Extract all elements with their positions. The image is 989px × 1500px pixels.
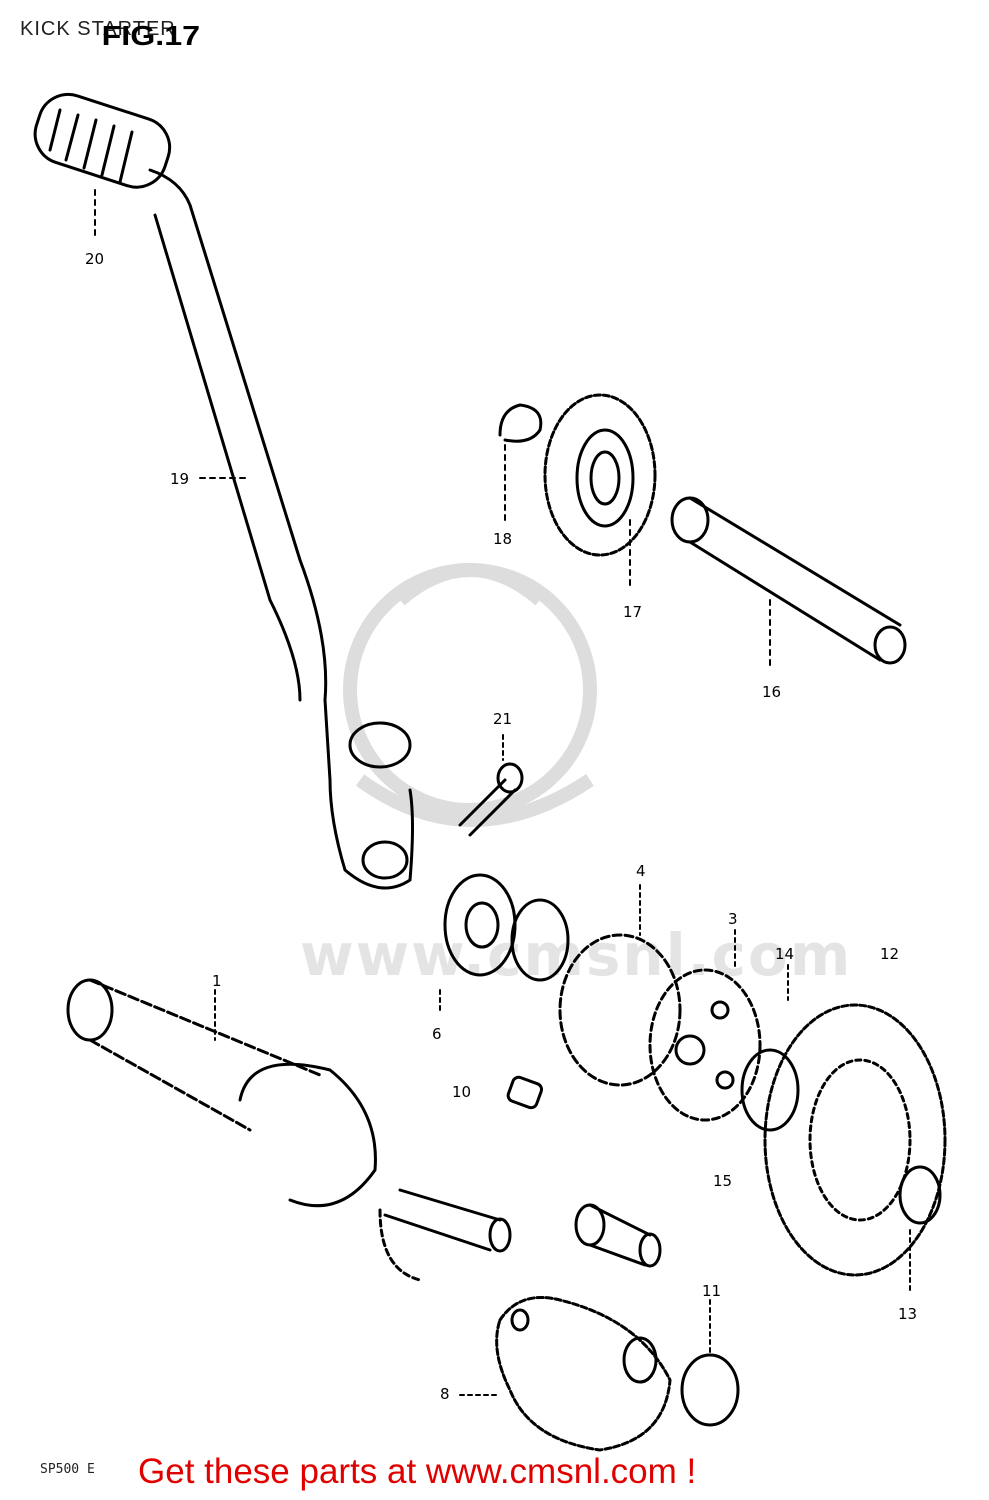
washer-shape bbox=[740, 964, 800, 1132]
part-label-1: 1 bbox=[212, 972, 222, 990]
kick-lever-shape bbox=[148, 168, 414, 890]
part-label-20: 20 bbox=[85, 250, 105, 268]
part-label-3: 3 bbox=[728, 910, 738, 928]
part-label-19: 19 bbox=[170, 470, 190, 488]
get-parts-link[interactable]: Get these parts at www.cmsnl.com ! bbox=[138, 1452, 697, 1491]
kick-shaft-shape bbox=[66, 978, 512, 1282]
part-label-14: 14 bbox=[775, 945, 795, 963]
idle-shaft-shape bbox=[670, 496, 907, 666]
oil-seal-shape bbox=[439, 873, 570, 1011]
watermark-text: www.cmsnl.com bbox=[300, 921, 852, 989]
part-label-6: 6 bbox=[432, 1025, 442, 1043]
stopper-plate-shape bbox=[459, 1296, 672, 1452]
washer-15-shape bbox=[574, 1203, 662, 1268]
figure-label: FIG.17 bbox=[101, 20, 201, 51]
part-label-15: 15 bbox=[713, 1172, 733, 1190]
part-label-16: 16 bbox=[762, 683, 782, 701]
kick-grip-shape bbox=[33, 92, 172, 241]
watermark-logo bbox=[343, 563, 597, 827]
page-title: KICK STARTER bbox=[20, 18, 176, 40]
part-label-10: 10 bbox=[452, 1083, 472, 1101]
part-label-21: 21 bbox=[493, 710, 513, 728]
kick-idle-gear-shape bbox=[543, 393, 657, 591]
diagram-code: SP500 E bbox=[40, 1462, 95, 1477]
spring-stopper-shape bbox=[680, 1299, 740, 1427]
circlip-shape bbox=[498, 403, 543, 521]
part-label-11: 11 bbox=[702, 1282, 722, 1300]
part-label-18: 18 bbox=[493, 530, 513, 548]
part-label-13: 13 bbox=[898, 1305, 918, 1323]
part-label-17: 17 bbox=[623, 603, 643, 621]
spring-guide-shape bbox=[648, 929, 762, 1122]
kick-spring-shape bbox=[558, 884, 682, 1087]
kick-driven-gear-shape bbox=[763, 1003, 947, 1291]
part-label-8: 8 bbox=[440, 1385, 450, 1403]
lever-bolt-shape bbox=[458, 734, 524, 837]
part-label-12: 12 bbox=[880, 945, 900, 963]
part-label-4: 4 bbox=[636, 862, 646, 880]
pin-shape bbox=[506, 1075, 544, 1110]
